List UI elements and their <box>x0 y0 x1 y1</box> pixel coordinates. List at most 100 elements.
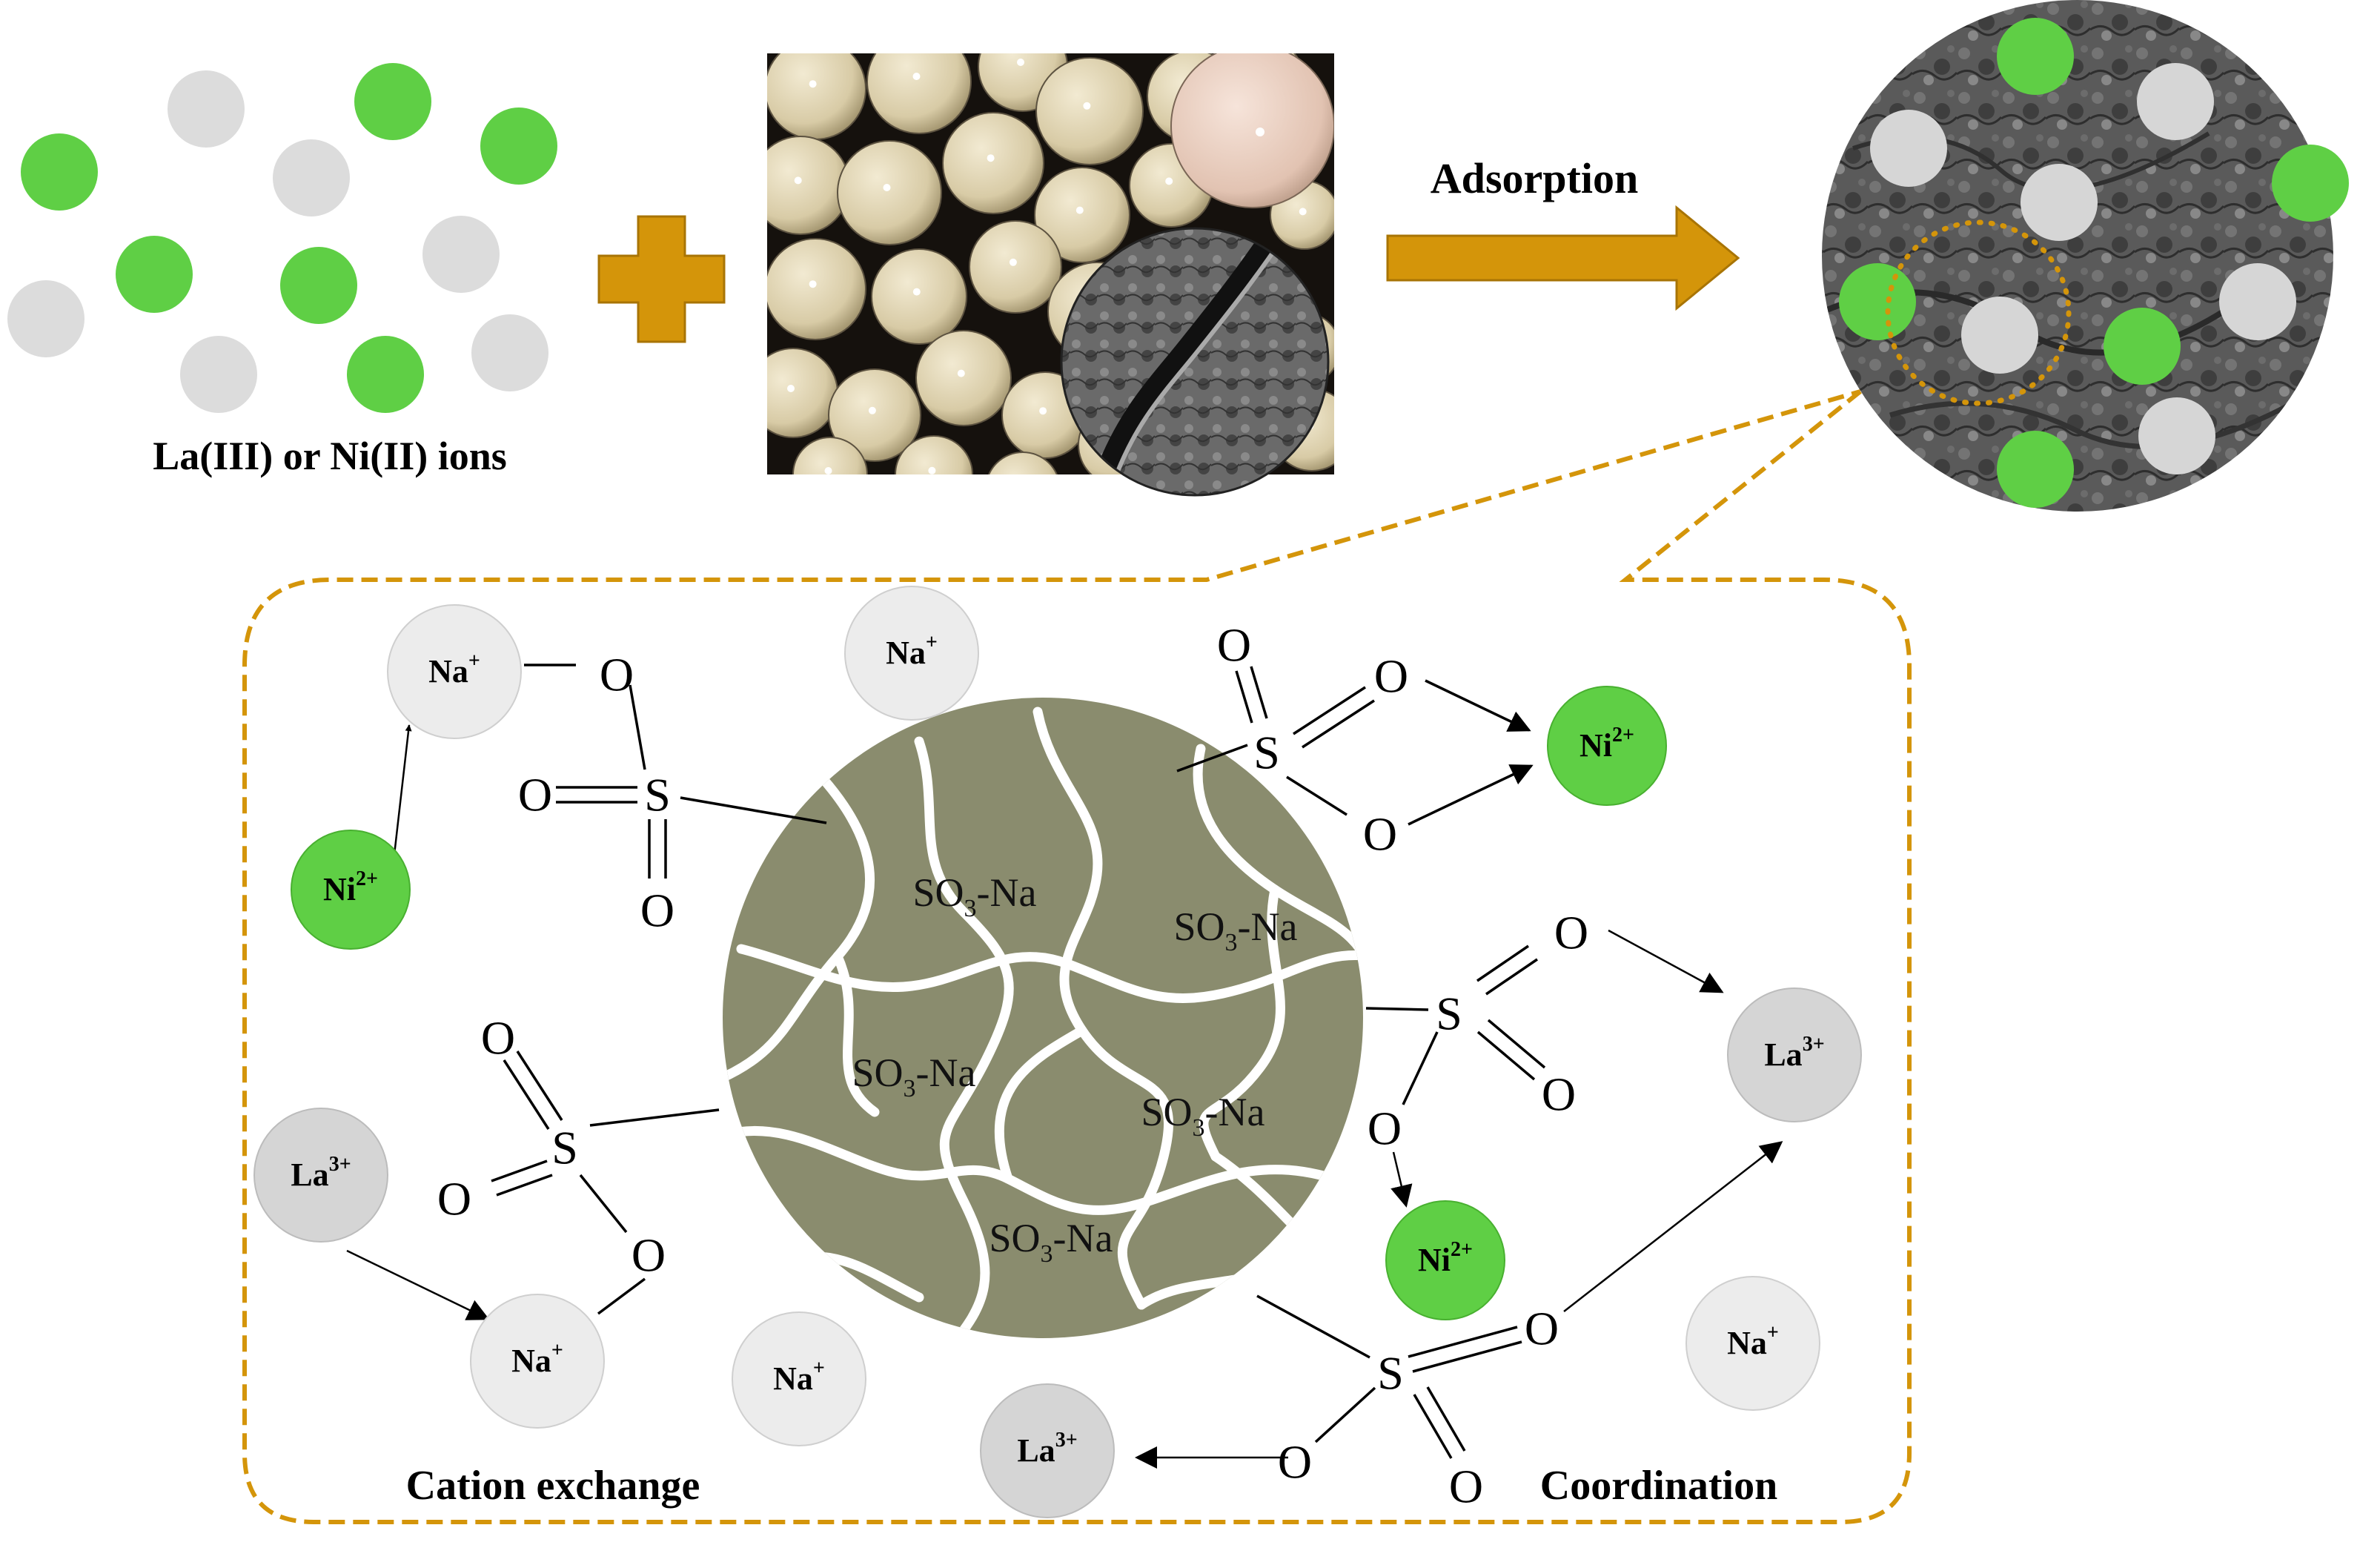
bead-highlight <box>868 406 876 414</box>
resin-bead <box>767 136 850 235</box>
oxygen-atom: O <box>1449 1460 1483 1513</box>
oxygen-atom: O <box>1525 1303 1559 1355</box>
resin-bead <box>942 112 1044 214</box>
adsorbed-la-ion <box>1870 110 1947 187</box>
svg-text:Na+: Na+ <box>773 1357 825 1397</box>
resin-bead <box>969 220 1062 314</box>
ni-ion: Ni2+ <box>1385 1200 1505 1320</box>
oxygen-atom: O <box>600 649 634 701</box>
bead-highlight <box>1165 177 1173 185</box>
oxygen-atom: O <box>640 884 674 937</box>
resin-beads-photo <box>767 53 1334 497</box>
resin-bead <box>915 330 1012 426</box>
bonds-and-arrows <box>346 664 1783 1469</box>
adsorbed-la-ion <box>2137 63 2214 140</box>
bead-highlight <box>809 280 817 288</box>
oxygen-atom: O <box>1278 1436 1312 1489</box>
sulfur-atom: S <box>1436 987 1462 1040</box>
adsorbed-ni-ion <box>1839 263 1916 340</box>
svg-text:Ni2+: Ni2+ <box>323 867 378 907</box>
mechanism-ions: Na+ Na+ Ni2+ Ni2+ La3+ La3+ Ni2+ Na+ Na+ Na+ La3+ <box>253 586 1862 1518</box>
bead-highlight <box>787 385 795 392</box>
svg-text:La3+: La3+ <box>291 1153 351 1193</box>
na-ion: Na+ <box>387 604 522 739</box>
adsorbed-ni-ion <box>1997 431 2074 508</box>
oxygen-atom: O <box>632 1229 666 1282</box>
bead-highlight <box>1039 407 1047 415</box>
bead-highlight <box>809 80 817 88</box>
svg-text:Na+: Na+ <box>1727 1321 1779 1361</box>
plus-icon <box>597 215 726 343</box>
na-ion: Na+ <box>1685 1276 1820 1411</box>
green-ion <box>354 63 431 140</box>
large-resin-bead <box>1170 53 1334 208</box>
bead-highlight <box>824 467 832 474</box>
bead-highlight <box>1017 59 1024 66</box>
na-ion: Na+ <box>470 1294 605 1429</box>
resin-bead <box>871 248 967 345</box>
svg-text:La3+: La3+ <box>1017 1429 1077 1469</box>
resin-bead <box>1034 167 1130 263</box>
green-ion <box>347 336 424 413</box>
sulfonate-group-label: SO3-Na <box>1141 1090 1265 1142</box>
adsorbed-ni-ion <box>2272 145 2349 222</box>
oxygen-atom: O <box>518 769 552 821</box>
la-ion: La3+ <box>980 1383 1115 1518</box>
na-ion: Na+ <box>844 586 979 721</box>
bead-highlight <box>912 288 921 296</box>
sulfonate-group-label: SO3-Na <box>1174 904 1298 956</box>
bead-highlight <box>912 73 921 80</box>
adsorbed-ni-ion <box>2104 308 2181 385</box>
bead-highlight <box>957 369 965 377</box>
sulfonate-group-label: SO3-Na <box>913 870 1037 922</box>
grey-ion <box>273 139 350 216</box>
resin-bead <box>767 53 866 140</box>
svg-text:Na+: Na+ <box>886 631 938 671</box>
svg-text:Ni2+: Ni2+ <box>1580 724 1634 764</box>
sem-surface-circle <box>1822 0 2349 512</box>
oxygen-atom: O <box>1217 619 1251 672</box>
resin-bead <box>1035 57 1144 165</box>
coordination-caption: Coordination <box>1540 1463 1778 1509</box>
adsorbed-la-ion <box>2021 164 2098 241</box>
adsorption-arrow <box>1386 205 1740 311</box>
resin-bead <box>828 368 921 462</box>
oxygen-atom: O <box>1554 907 1588 959</box>
oxygen-atom: O <box>1368 1102 1402 1155</box>
oxygen-atom: O <box>1374 650 1408 703</box>
bead-highlight <box>1009 258 1017 266</box>
grey-ion <box>422 216 500 293</box>
sulfur-atom: S <box>551 1122 578 1174</box>
ni-ion: Ni2+ <box>291 830 411 950</box>
bead-highlight <box>1018 482 1025 489</box>
bead-highlight <box>883 184 891 191</box>
svg-text:Na+: Na+ <box>428 649 480 689</box>
ions-caption: La(III) or Ni(II) ions <box>153 434 507 478</box>
resin-bead <box>767 348 838 438</box>
svg-text:La3+: La3+ <box>1764 1033 1824 1073</box>
bead-highlight <box>1083 102 1091 110</box>
sulfur-atom: S <box>1377 1347 1404 1400</box>
adsorbed-la-ion <box>2219 263 2296 340</box>
adsorption-label: Adsorption <box>1431 154 1638 202</box>
ion-cluster <box>7 63 557 413</box>
la-ion: La3+ <box>253 1108 388 1243</box>
sulfur-atom: S <box>1253 727 1280 779</box>
green-ion <box>21 133 98 211</box>
resin-bead <box>866 53 972 134</box>
bead-highlight <box>1075 206 1084 214</box>
oxygen-atom: O <box>1363 808 1397 861</box>
bead-highlight <box>987 154 995 162</box>
oxygen-atom: O <box>481 1012 515 1065</box>
la-ion: La3+ <box>1727 987 1862 1122</box>
sulfonate-group-label: SO3-Na <box>852 1051 976 1102</box>
callout-frame <box>242 389 1912 1524</box>
highlight-ring <box>1885 219 2072 406</box>
resin-bead <box>837 140 942 245</box>
oxygen-atom: O <box>437 1173 471 1225</box>
sulfonate-group-label: SO3-Na <box>990 1216 1113 1268</box>
resin-bead <box>792 437 868 474</box>
